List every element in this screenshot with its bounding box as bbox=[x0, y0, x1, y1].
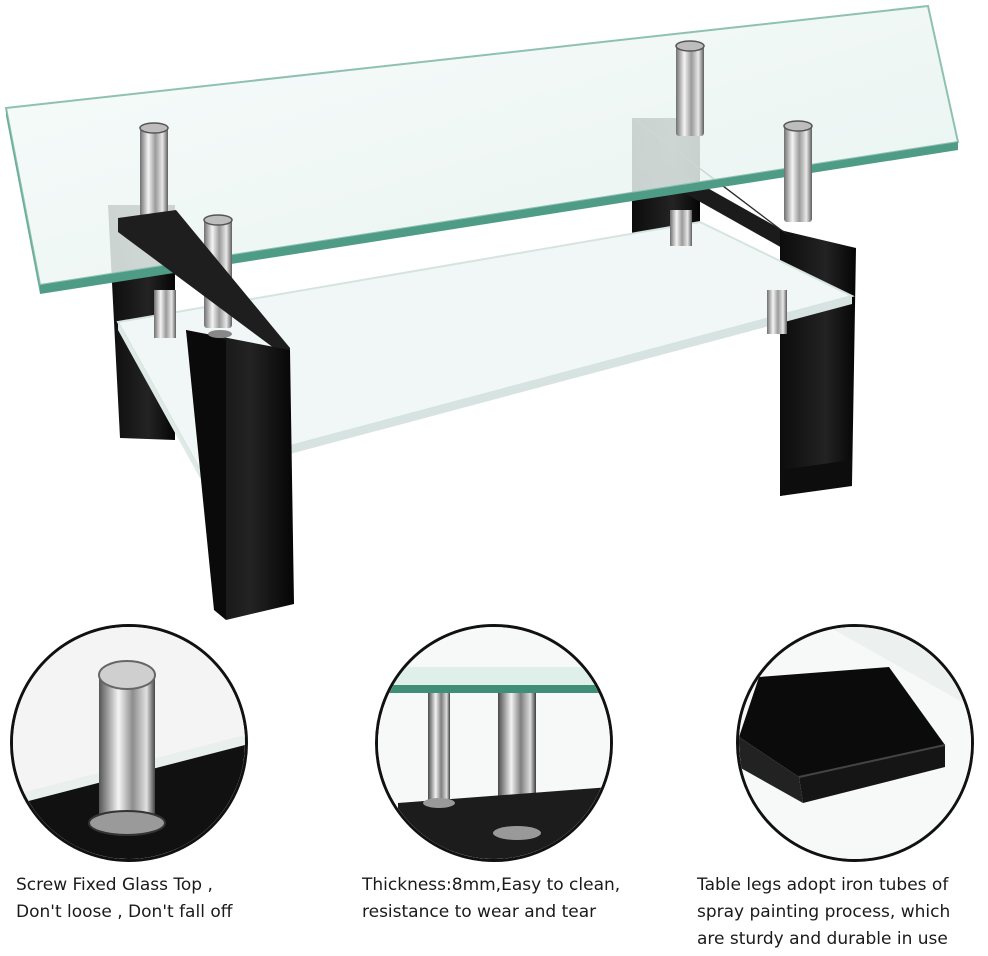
top-posts bbox=[139, 40, 813, 328]
caption-screw: Screw Fixed Glass Top , Don't loose , Do… bbox=[16, 872, 232, 926]
front-left-leg bbox=[118, 210, 294, 620]
caption-thickness-line-1: Thickness:8mm,Easy to clean, bbox=[362, 875, 621, 895]
coffee-table-photo bbox=[4, 4, 960, 620]
caption-legs-line-2: spray painting process, which bbox=[697, 902, 951, 922]
caption-legs-line-1: Table legs adopt iron tubes of bbox=[697, 875, 949, 895]
caption-screw-line-1: Screw Fixed Glass Top , bbox=[16, 875, 213, 895]
caption-thickness-line-2: resistance to wear and tear bbox=[362, 902, 597, 922]
shelf-posts bbox=[154, 210, 787, 338]
caption-screw-line-2: Don't loose , Don't fall off bbox=[16, 902, 233, 922]
detail-screw-circle bbox=[10, 624, 248, 862]
caption-thickness: Thickness:8mm,Easy to clean, resistance … bbox=[362, 872, 620, 926]
caption-legs-line-3: are sturdy and durable in use bbox=[697, 929, 948, 949]
caption-legs: Table legs adopt iron tubes of spray pai… bbox=[697, 872, 950, 953]
detail-thickness-circle bbox=[375, 624, 613, 862]
glass-top bbox=[4, 4, 960, 294]
front-right-foot bbox=[780, 460, 852, 496]
detail-leg-circle bbox=[736, 624, 974, 862]
